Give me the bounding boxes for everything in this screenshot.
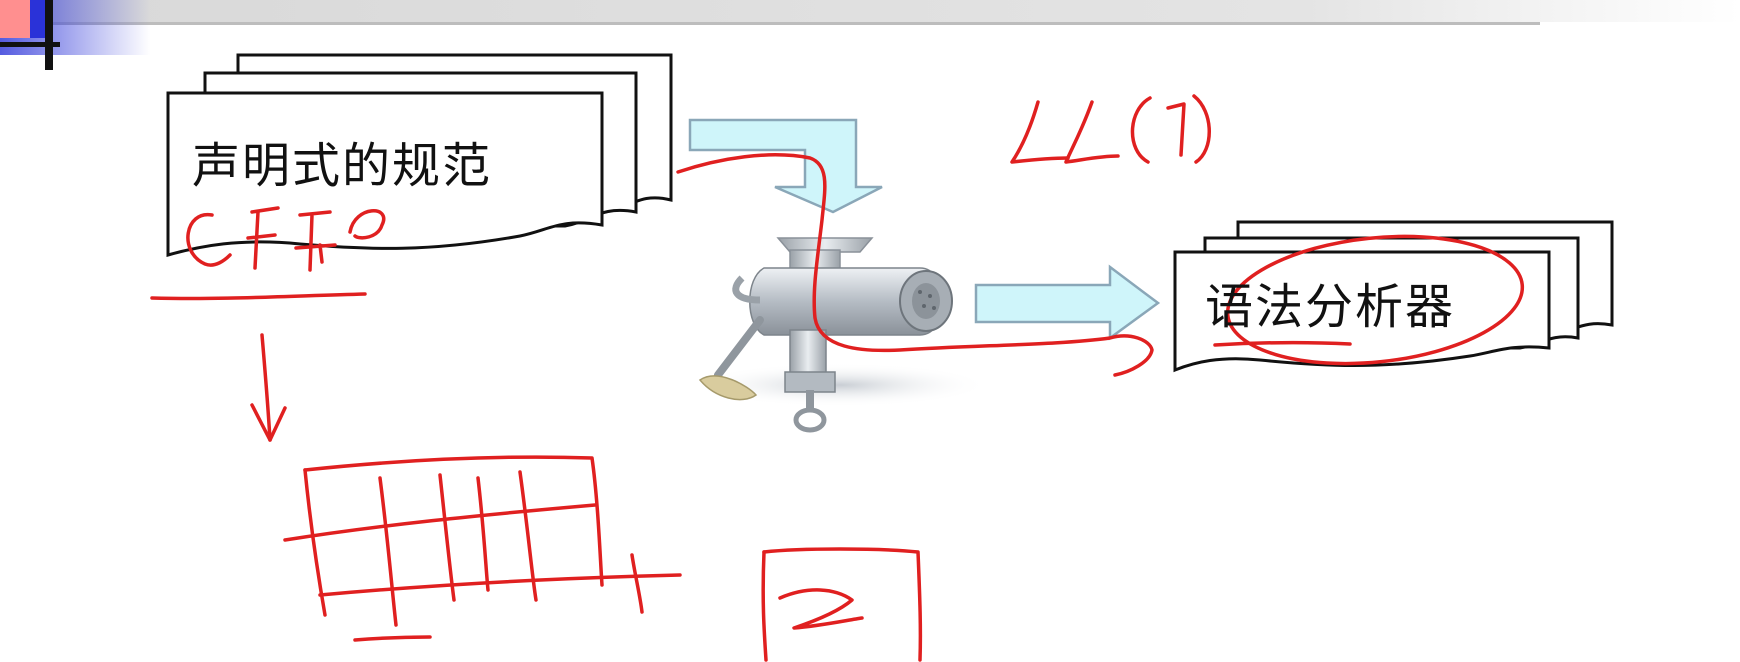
left-document-stack <box>166 53 673 257</box>
meat-grinder-icon <box>690 237 990 433</box>
right-document-label: 语法分析器 <box>1205 279 1456 335</box>
slide-corner-icon <box>0 0 150 70</box>
slide-header-band <box>0 0 1740 25</box>
handwritten-annotations <box>150 94 1525 662</box>
output-arrow-icon <box>974 264 1161 341</box>
left-document-label: 声明式的规范 <box>192 138 493 194</box>
input-arrow-icon <box>688 118 883 214</box>
